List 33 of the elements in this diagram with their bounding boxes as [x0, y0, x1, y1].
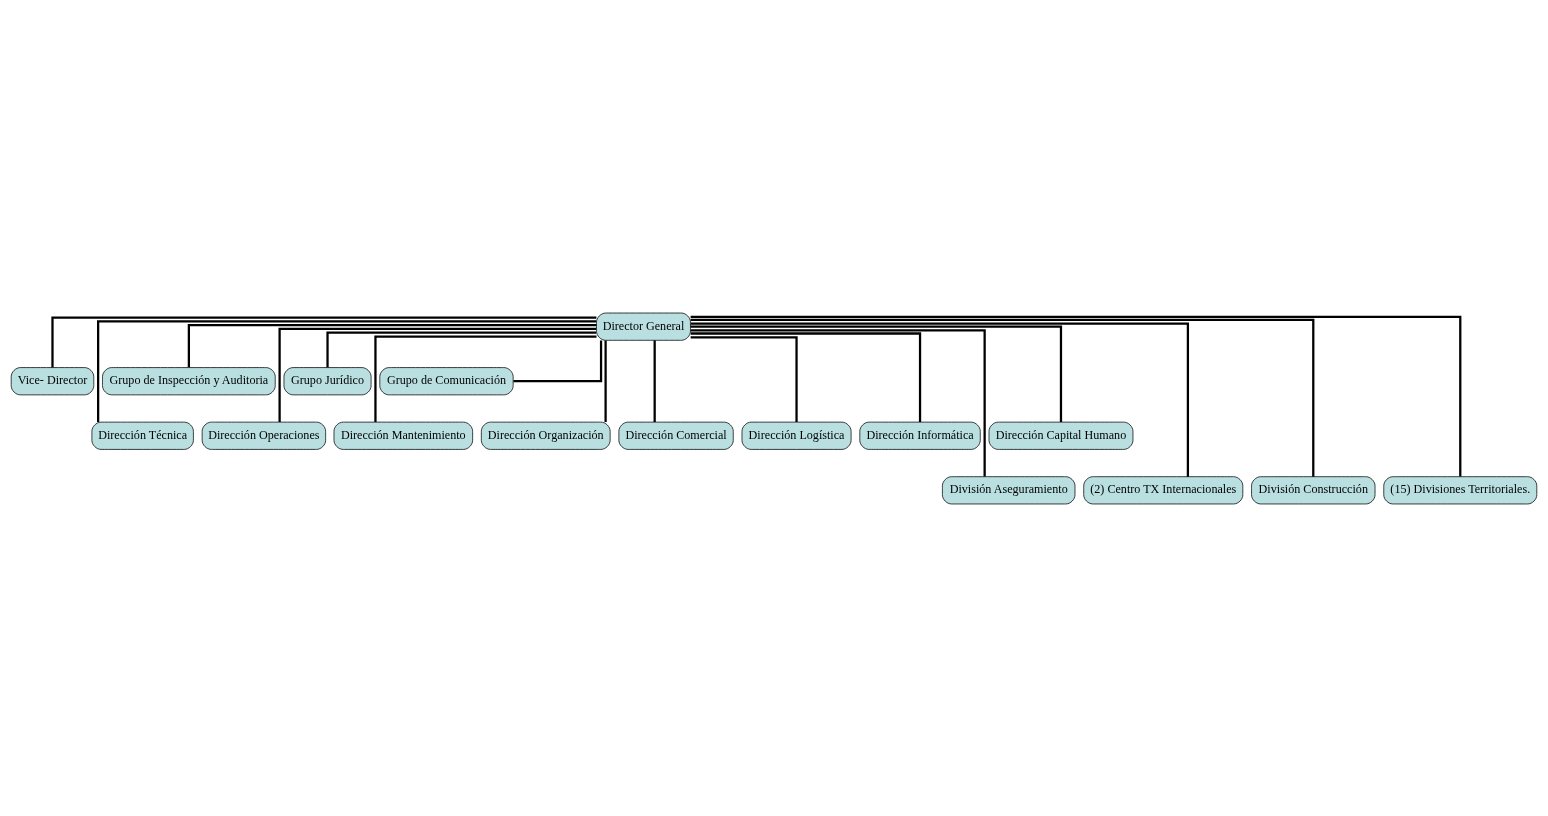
node-box: Dirección Logística	[741, 421, 852, 450]
node-box: Grupo Jurídico	[283, 366, 372, 395]
node-box: Dirección Técnica	[91, 421, 194, 450]
connector	[690, 331, 922, 422]
node-box: Grupo de Inspección y Auditoria	[102, 366, 276, 395]
node-box: Dirección Mantenimiento	[333, 421, 473, 450]
connector	[513, 339, 603, 382]
connector	[690, 328, 986, 476]
node-box: Dirección Operaciones	[201, 421, 326, 450]
connector	[278, 327, 597, 422]
connector	[326, 331, 597, 367]
connector	[690, 335, 798, 422]
connector	[97, 319, 597, 422]
node-box: Dirección Capital Humano	[988, 421, 1134, 450]
node-box: División Aseguramiento	[942, 475, 1076, 504]
connector	[690, 318, 1315, 477]
connector	[690, 315, 1462, 476]
node-box: Dirección Comercial	[618, 421, 734, 450]
node-box: Director General	[596, 312, 691, 341]
node-box: (15) Divisiones Territoriales.	[1383, 475, 1538, 504]
node-box: Dirección Informática	[859, 421, 981, 450]
connector	[690, 322, 1190, 477]
node-box: División Construcción	[1251, 475, 1376, 504]
connector	[187, 323, 597, 367]
node-box: (2) Centro TX Internacionales	[1083, 475, 1244, 504]
connector	[604, 340, 607, 422]
node-box: Vice- Director	[10, 366, 95, 395]
node-box: Dirección Organización	[480, 421, 611, 450]
connector	[374, 334, 597, 422]
node-box: Grupo de Comunicación	[379, 366, 514, 395]
connector	[690, 325, 1063, 422]
connector	[653, 340, 656, 422]
connector	[51, 315, 597, 367]
